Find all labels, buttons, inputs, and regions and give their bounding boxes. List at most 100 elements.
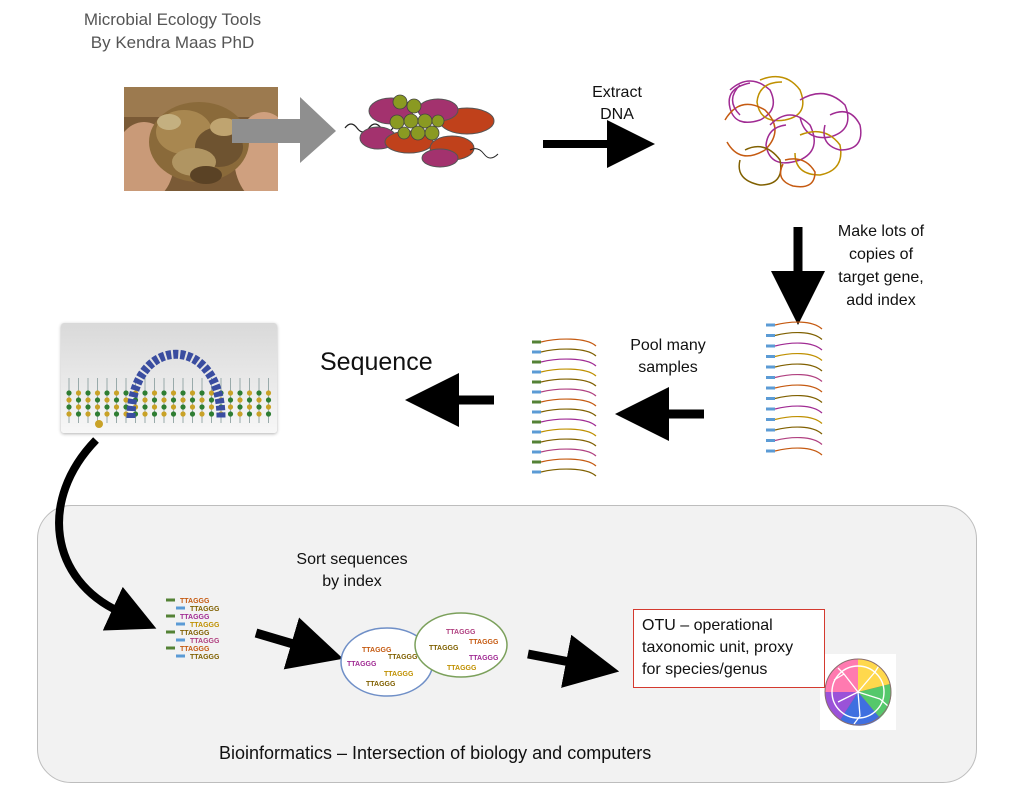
index-tag bbox=[176, 638, 185, 642]
index-tag bbox=[766, 418, 775, 421]
sequencer-base bbox=[142, 411, 148, 417]
sequencer-base bbox=[104, 390, 110, 396]
amplicon-strand bbox=[774, 332, 823, 340]
sequencer-base bbox=[237, 411, 243, 417]
sequencer-base bbox=[199, 390, 205, 396]
index-tag bbox=[532, 360, 541, 364]
sequencer-base bbox=[227, 411, 234, 417]
bin-read-label: TTAGGG bbox=[384, 671, 414, 678]
amplicon-strand bbox=[540, 448, 597, 457]
sequencer-base bbox=[170, 390, 177, 396]
read-label: TTAGGG bbox=[180, 630, 210, 637]
sequencer-base bbox=[85, 411, 91, 417]
sequencer-base bbox=[85, 397, 91, 403]
sequencer-base bbox=[180, 411, 186, 417]
sequencer-base bbox=[113, 411, 120, 417]
copies-line1: Make lots of bbox=[837, 223, 925, 240]
sequencer-base bbox=[256, 390, 262, 396]
sequencer-base bbox=[151, 411, 158, 417]
sequencer-base bbox=[104, 411, 110, 417]
sequence-label: Sequence bbox=[320, 348, 433, 376]
sequencer-base bbox=[189, 390, 196, 396]
otu-line1: OTU – operational bbox=[642, 617, 773, 634]
amplicon-strand bbox=[774, 342, 823, 351]
index-tag bbox=[766, 376, 775, 379]
sequencer-base bbox=[142, 390, 148, 396]
sequencer-base bbox=[85, 390, 91, 396]
curved-arrow bbox=[55, 437, 157, 631]
index-tag bbox=[532, 340, 541, 344]
copies-line4: add index bbox=[846, 292, 916, 309]
sequencer-base bbox=[256, 404, 262, 410]
index-tag bbox=[766, 334, 775, 337]
sequencer-base bbox=[189, 411, 196, 417]
index-tag bbox=[766, 407, 775, 411]
bin-read-label: TTAGGG bbox=[446, 629, 476, 636]
sequencer-base bbox=[113, 390, 120, 396]
sequencer-base bbox=[237, 390, 243, 396]
sequencer-base bbox=[265, 411, 272, 417]
sequencer-base bbox=[265, 390, 272, 396]
index-tag bbox=[766, 344, 775, 348]
index-tag bbox=[766, 386, 775, 390]
bin-read-label: TTAGGG bbox=[447, 665, 477, 672]
sequencer-base bbox=[237, 397, 243, 403]
sequencer-base bbox=[75, 397, 82, 403]
sequencer-base bbox=[94, 390, 101, 396]
index-tag bbox=[166, 598, 175, 602]
sequencer-base bbox=[199, 397, 205, 403]
black-arrows bbox=[254, 120, 825, 688]
copies-line2: copies of bbox=[848, 246, 914, 263]
index-tag bbox=[166, 614, 175, 618]
pooled-amplicons bbox=[532, 338, 597, 477]
sequencer-base bbox=[75, 411, 82, 417]
sequencer-base bbox=[170, 397, 177, 403]
sequencer-base bbox=[199, 411, 205, 417]
index-tag bbox=[176, 622, 185, 626]
sequencer-base bbox=[123, 397, 129, 403]
pool-line2: samples bbox=[638, 359, 698, 376]
index-tag bbox=[532, 430, 541, 434]
index-tag bbox=[532, 400, 541, 404]
index-tag bbox=[766, 365, 775, 369]
sequencer-base bbox=[104, 404, 110, 410]
sequencer-base bbox=[208, 397, 215, 403]
amplicon-strand bbox=[540, 378, 597, 387]
sequencer-base bbox=[85, 404, 91, 410]
bin-read-label: TTAGGG bbox=[362, 647, 392, 654]
sequencer-base bbox=[208, 411, 215, 417]
sequencer-base bbox=[151, 404, 158, 410]
bin-labels: TTAGGGTTAGGGTTAGGGTTAGGGTTAGGGTTAGGGTTAG… bbox=[347, 629, 499, 688]
index-tag bbox=[766, 449, 775, 453]
sequencer-base bbox=[142, 404, 148, 410]
bioinformatics-caption: Bioinformatics – Intersection of biology… bbox=[219, 743, 652, 763]
credit-title: Microbial Ecology Tools bbox=[83, 10, 262, 29]
index-tag bbox=[532, 460, 541, 464]
amplicon-strand bbox=[540, 398, 597, 407]
amplicon-strand bbox=[540, 408, 597, 417]
sequencer-base bbox=[75, 390, 82, 396]
sequencer-base bbox=[161, 390, 167, 396]
index-tag bbox=[532, 390, 541, 394]
index-tag bbox=[766, 439, 775, 442]
index-tag bbox=[532, 440, 541, 444]
sequencer-base bbox=[66, 404, 72, 410]
sequencer-base bbox=[256, 411, 262, 417]
sequencer-base bbox=[142, 397, 148, 403]
sequencer-base bbox=[208, 404, 215, 410]
sequencer-base bbox=[189, 397, 196, 403]
read-label: TTAGGG bbox=[190, 654, 220, 661]
amplicon-strand bbox=[774, 405, 823, 414]
sequencer-base bbox=[113, 397, 120, 403]
amplicon-strand bbox=[540, 358, 597, 367]
index-tag bbox=[532, 370, 541, 374]
sequencer-base bbox=[265, 397, 272, 403]
amplicon-strand bbox=[540, 338, 597, 347]
index-tag bbox=[766, 355, 775, 358]
sequencer-base bbox=[227, 397, 234, 403]
index-tag bbox=[166, 646, 175, 650]
amplicon-strand bbox=[774, 363, 823, 372]
amplicon-strand bbox=[774, 374, 823, 382]
sort-line1: Sort sequences bbox=[296, 551, 408, 568]
index-tag bbox=[532, 420, 541, 424]
